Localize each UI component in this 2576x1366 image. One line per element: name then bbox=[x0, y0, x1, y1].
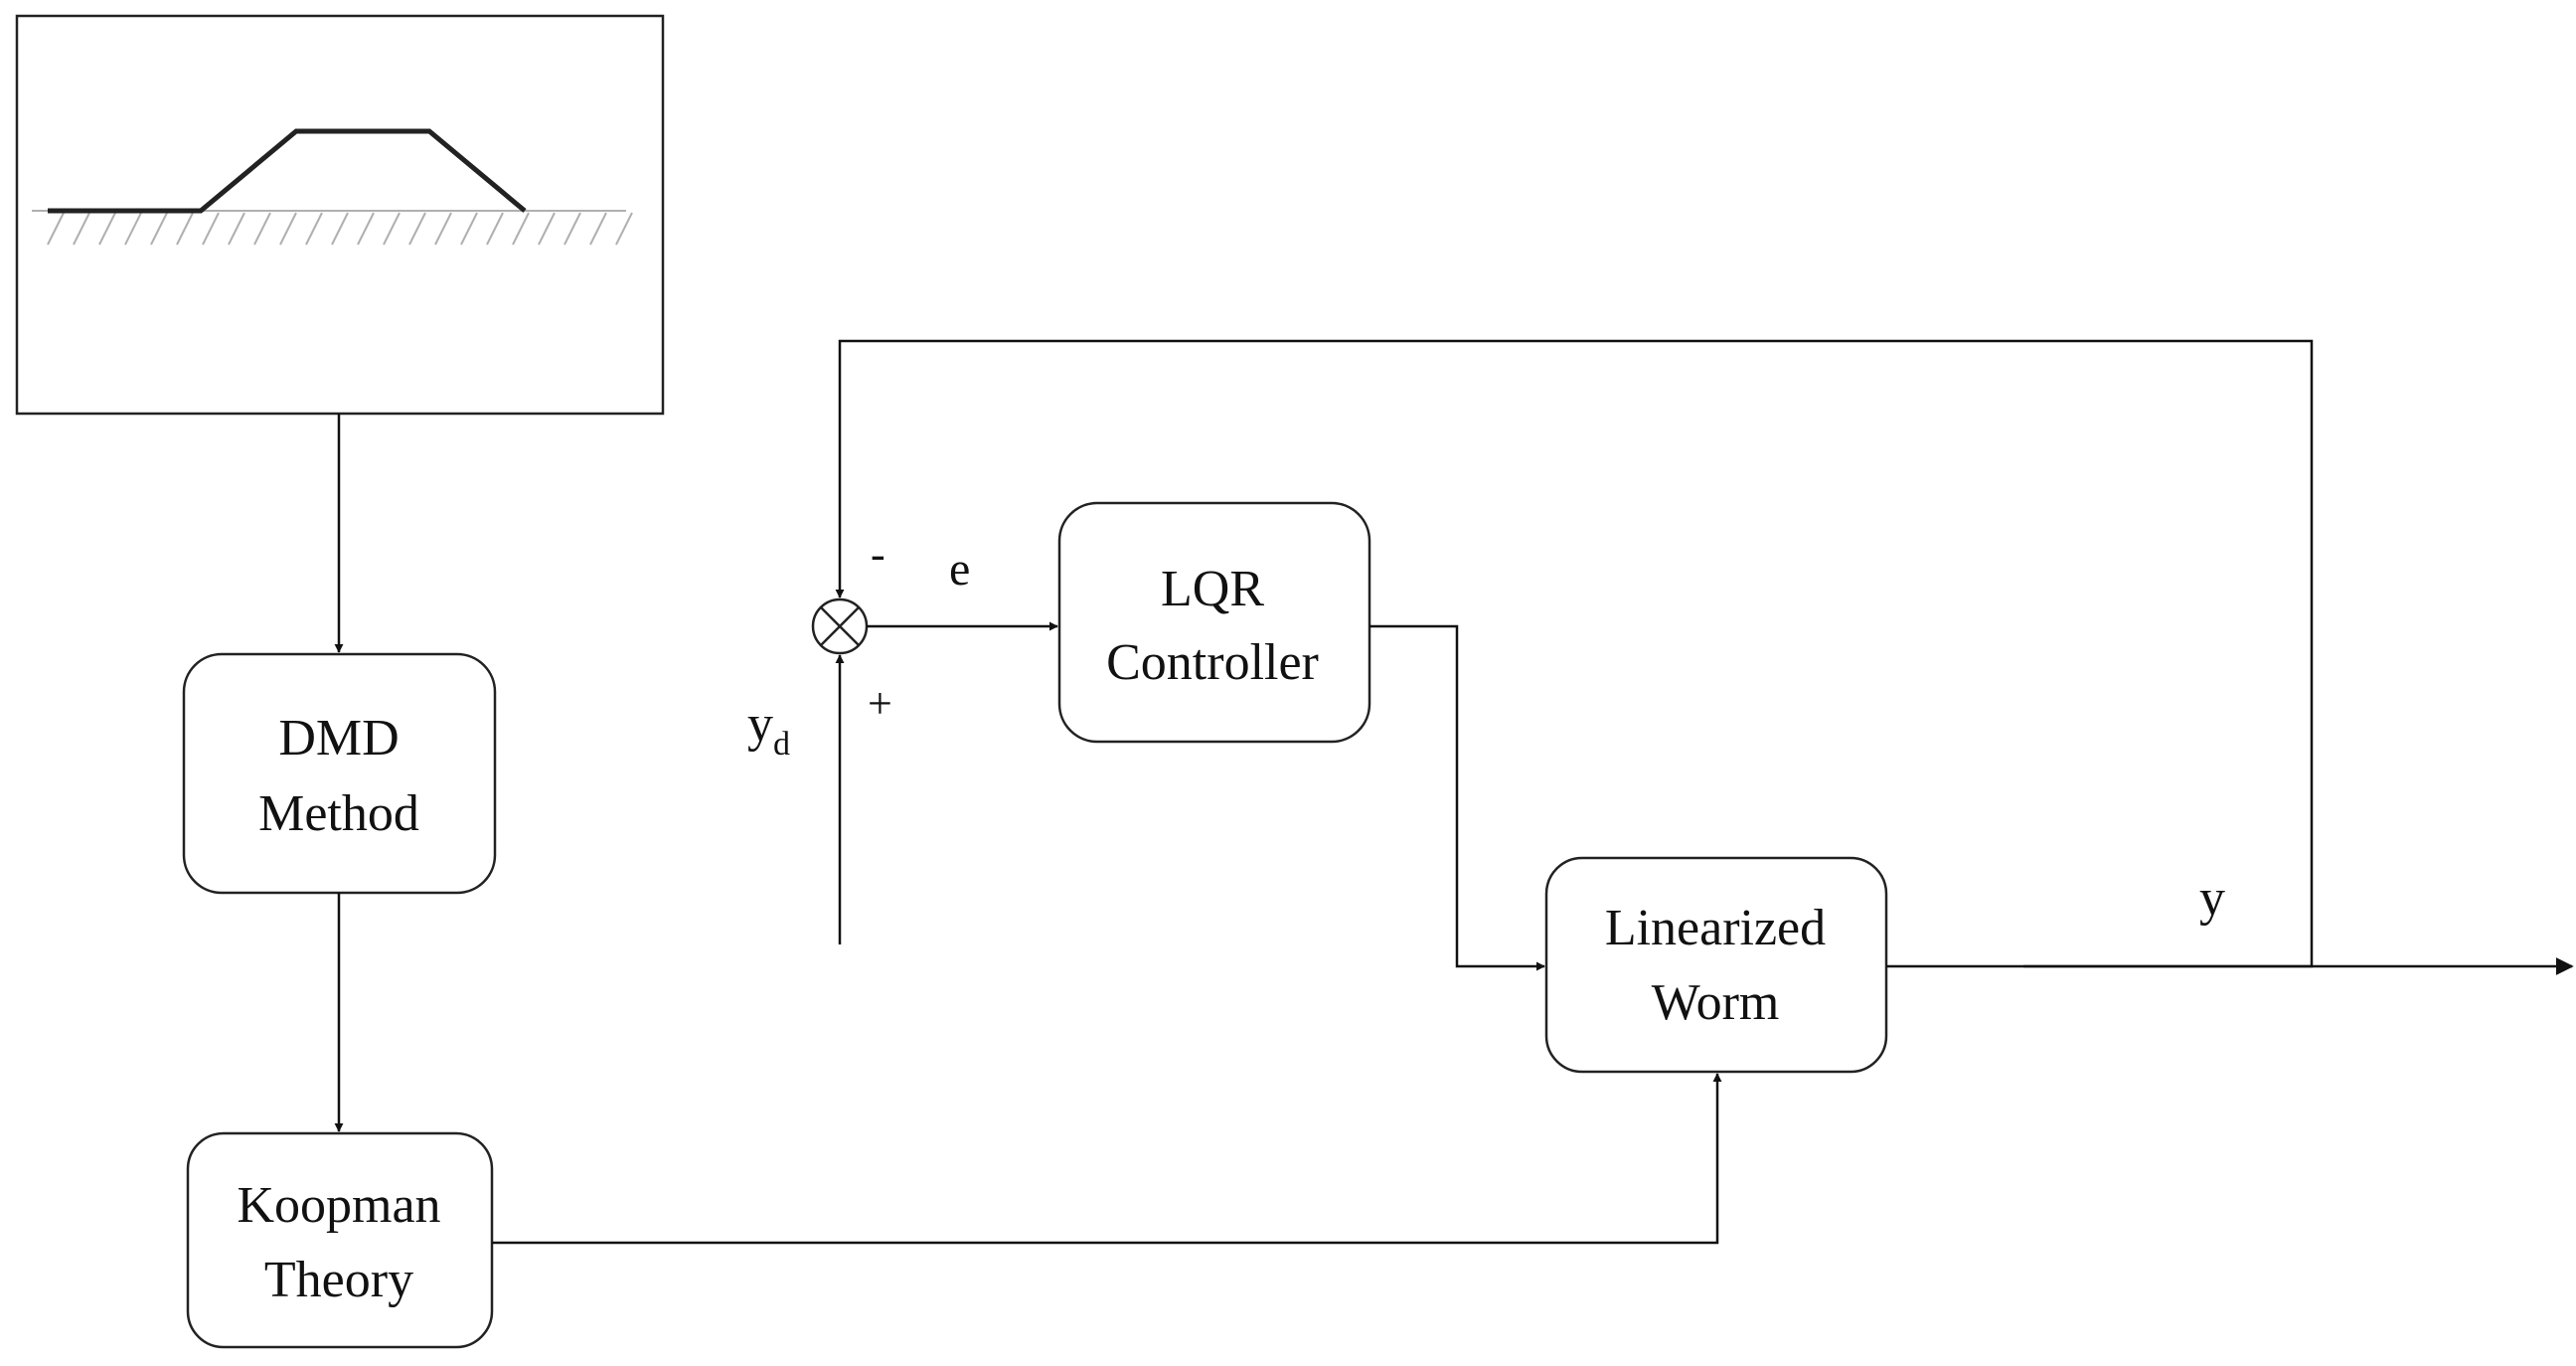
koopman-to-worm-arrow bbox=[492, 1073, 1722, 1245]
hatch-mark bbox=[202, 212, 220, 246]
koopman-block-label-line2: Theory bbox=[264, 1252, 413, 1308]
hatch-mark bbox=[124, 212, 142, 246]
hatch-mark bbox=[279, 212, 297, 246]
koopman-block-label-line1: Koopman bbox=[237, 1177, 440, 1234]
hatch-mark bbox=[150, 212, 168, 246]
worm-inset bbox=[15, 14, 665, 416]
hatch-mark bbox=[228, 212, 245, 246]
worm-on-ground-icon bbox=[48, 128, 527, 214]
minus-sign: - bbox=[871, 530, 886, 579]
hatch-mark bbox=[383, 212, 401, 246]
lqr-to-worm-arrow bbox=[1369, 624, 1545, 971]
lqr-block-label-line1: LQR bbox=[1161, 561, 1264, 617]
hatch-mark bbox=[98, 212, 116, 246]
hatch-mark bbox=[460, 212, 478, 246]
hatch-mark bbox=[47, 212, 65, 246]
plus-sign: + bbox=[868, 679, 892, 728]
reference-subscript: d bbox=[773, 726, 790, 763]
output-label: y bbox=[2199, 870, 2225, 927]
lqr-block-label-line2: Controller bbox=[1106, 634, 1319, 691]
dmd-block-label-line1: DMD bbox=[278, 710, 399, 767]
hatch-mark bbox=[253, 212, 271, 246]
hatch-mark bbox=[486, 212, 504, 246]
summing-junction[interactable] bbox=[811, 598, 869, 655]
hatch-mark bbox=[176, 212, 194, 246]
hatch-mark bbox=[305, 212, 323, 246]
hatch-mark bbox=[357, 212, 375, 246]
koopman-theory-block[interactable]: Koopman Theory bbox=[186, 1131, 494, 1349]
worm-block-label-line2: Worm bbox=[1652, 974, 1780, 1031]
hatch-mark bbox=[615, 212, 633, 246]
reference-label: yd bbox=[747, 696, 790, 763]
lqr-controller-block[interactable]: LQR Controller bbox=[1057, 501, 1371, 744]
hatch-mark bbox=[589, 212, 607, 246]
dmd-method-block[interactable]: DMD Method bbox=[182, 652, 497, 895]
hatch-mark bbox=[331, 212, 349, 246]
hatch-mark bbox=[512, 212, 530, 246]
hatch-mark bbox=[408, 212, 426, 246]
error-label: e bbox=[949, 543, 970, 596]
hatch-mark bbox=[538, 212, 556, 246]
worm-block-label-line1: Linearized bbox=[1605, 900, 1826, 956]
hatch-mark bbox=[564, 212, 581, 246]
dmd-block-label-line2: Method bbox=[258, 785, 419, 842]
hatch-mark bbox=[434, 212, 452, 246]
hatch-mark bbox=[73, 212, 90, 246]
linearized-worm-block[interactable]: Linearized Worm bbox=[1544, 856, 1888, 1074]
